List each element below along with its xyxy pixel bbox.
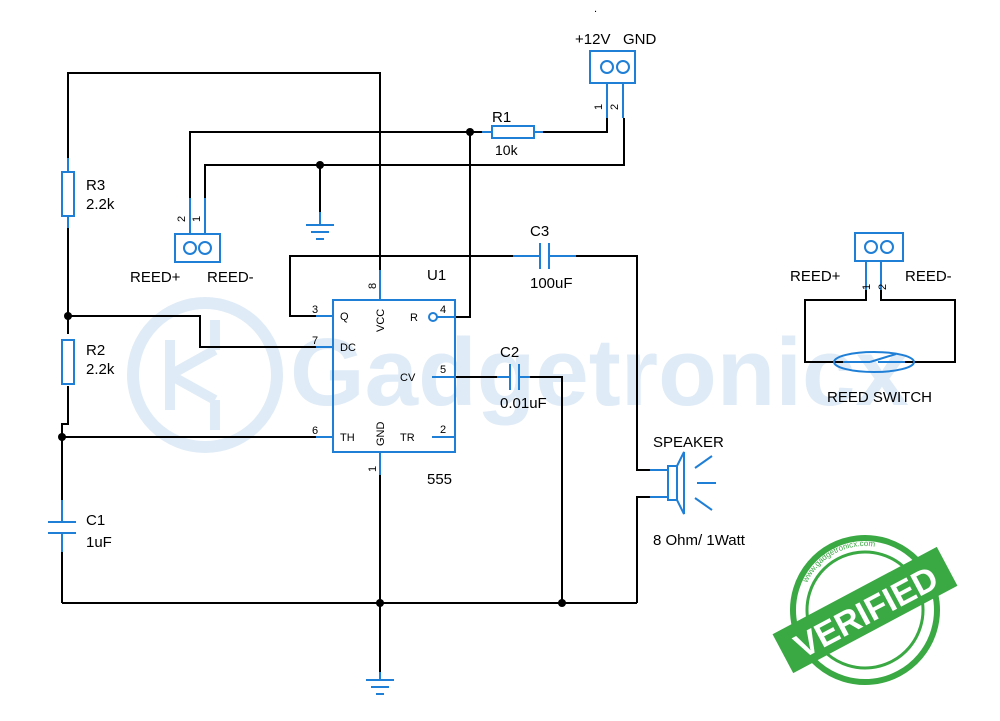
- ic-pin-number-8: 8: [367, 283, 379, 289]
- capacitor-c2: C2 0.01uF: [497, 344, 547, 412]
- reed-switch-glass-icon: [833, 351, 915, 373]
- ic-pin-tr: TR: [400, 432, 415, 444]
- ic-pin-q: Q: [340, 311, 349, 323]
- ic-pin-number-5: 5: [440, 364, 446, 376]
- speaker: SPEAKER 8 Ohm/ 1Watt: [650, 434, 746, 549]
- resistor-r1: R1 10k: [482, 109, 543, 158]
- ic-pin-th: TH: [340, 432, 355, 444]
- wire-c3-speaker: [576, 255, 650, 471]
- ground-symbol-top: [306, 212, 334, 240]
- verified-stamp: www.gadgetronicx.com VERIFIED: [772, 527, 958, 685]
- reed-switch-pin2: 2: [877, 284, 889, 290]
- r2-value: 2.2k: [86, 361, 115, 378]
- reed-conn-pin1: 1: [191, 216, 203, 222]
- wire-reed-plus: [189, 131, 470, 198]
- ic-pin-number-4: 4: [440, 304, 446, 316]
- wire-reset: [455, 132, 471, 318]
- wires: [61, 72, 956, 672]
- r3-name: R3: [86, 177, 105, 194]
- watermark-logo-icon: [165, 320, 220, 430]
- junction-dot: [64, 312, 72, 320]
- r2-name: R2: [86, 342, 105, 359]
- ic-pin-cv: CV: [400, 372, 416, 384]
- watermark-logo-ring: [127, 297, 283, 453]
- wire-speaker-gnd: [636, 496, 650, 603]
- wire-r1-right: [543, 118, 608, 133]
- reed-switch: 1 2 REED+ REED- REED SWITCH: [790, 232, 952, 406]
- reed-conn-label-negative: REED-: [207, 269, 254, 286]
- capacitor-c1: C1 1uF: [48, 500, 112, 552]
- stamp-banner: [772, 546, 958, 674]
- r1-name: R1: [492, 109, 511, 126]
- junction-dot: [316, 161, 324, 169]
- capacitor-c3: C3 100uF: [513, 223, 576, 292]
- watermark: Gadgetronicx: [127, 297, 909, 453]
- resistor-r3: R3 2.2k: [61, 158, 115, 228]
- c2-name: C2: [500, 344, 519, 361]
- ic-pin-dc: DC: [340, 342, 356, 354]
- ic-pin-gnd: GND: [375, 422, 387, 447]
- power-pin1: 1: [593, 104, 605, 110]
- speaker-name: SPEAKER: [653, 434, 724, 451]
- wire-c2-gnd: [530, 376, 563, 603]
- speaker-rating: 8 Ohm/ 1Watt: [653, 532, 746, 549]
- wire-reed-minus: [204, 118, 625, 198]
- junction-dot: [466, 128, 474, 136]
- ic-pin-number-1: 1: [367, 466, 379, 472]
- junction-dot: [558, 599, 566, 607]
- sound-wave-icon: [694, 497, 713, 511]
- ic-pin-number-2: 2: [440, 424, 446, 436]
- sound-wave-icon: [694, 455, 713, 469]
- wire-dc: [68, 315, 316, 348]
- reed-switch-label-negative: REED-: [905, 268, 952, 285]
- ic-pin-number-7: 7: [312, 335, 318, 347]
- reed-switch-pin1: 1: [861, 284, 873, 290]
- reed-switch-name: REED SWITCH: [827, 389, 932, 406]
- reed-conn-pin2: 2: [176, 216, 188, 222]
- c3-value: 100uF: [530, 275, 573, 292]
- ic-555: U1 Q DC TH R CV TR VCC GND 3 7 6 4 5 2 8…: [312, 267, 456, 488]
- junction-dot: [376, 599, 384, 607]
- ic-pin-r: R: [410, 312, 418, 324]
- r3-value: 2.2k: [86, 196, 115, 213]
- ic-part-number: 555: [427, 471, 452, 488]
- junctions: [58, 128, 566, 607]
- ground-symbol-bottom: [366, 672, 394, 695]
- r1-value: 10k: [495, 142, 519, 158]
- top-dot: .: [594, 3, 597, 15]
- ic-name: U1: [427, 267, 446, 284]
- power-pin2: 2: [609, 104, 621, 110]
- power-label-positive: +12V: [575, 31, 610, 48]
- junction-dot: [58, 433, 66, 441]
- resistor-r2: R2 2.2k: [61, 339, 115, 385]
- c1-value: 1uF: [86, 534, 112, 551]
- ic-pin-number-6: 6: [312, 425, 318, 437]
- power-connector: +12V GND 1 2: [575, 31, 657, 118]
- reed-conn-label-positive: REED+: [130, 269, 181, 286]
- c3-name: C3: [530, 223, 549, 240]
- ic-pin-number-3: 3: [312, 304, 318, 316]
- ic-pin-vcc: VCC: [375, 309, 387, 332]
- reed-switch-label-positive: REED+: [790, 268, 841, 285]
- c1-name: C1: [86, 512, 105, 529]
- wire-q-c3: [289, 255, 513, 317]
- reed-connector: 2 1 REED+ REED-: [130, 198, 254, 286]
- watermark-text: Gadgetronicx: [290, 319, 909, 426]
- power-label-gnd: GND: [623, 31, 657, 48]
- wire-r2-th: [61, 386, 69, 437]
- c2-value: 0.01uF: [500, 395, 547, 412]
- wire-vcc-rail: [67, 72, 381, 270]
